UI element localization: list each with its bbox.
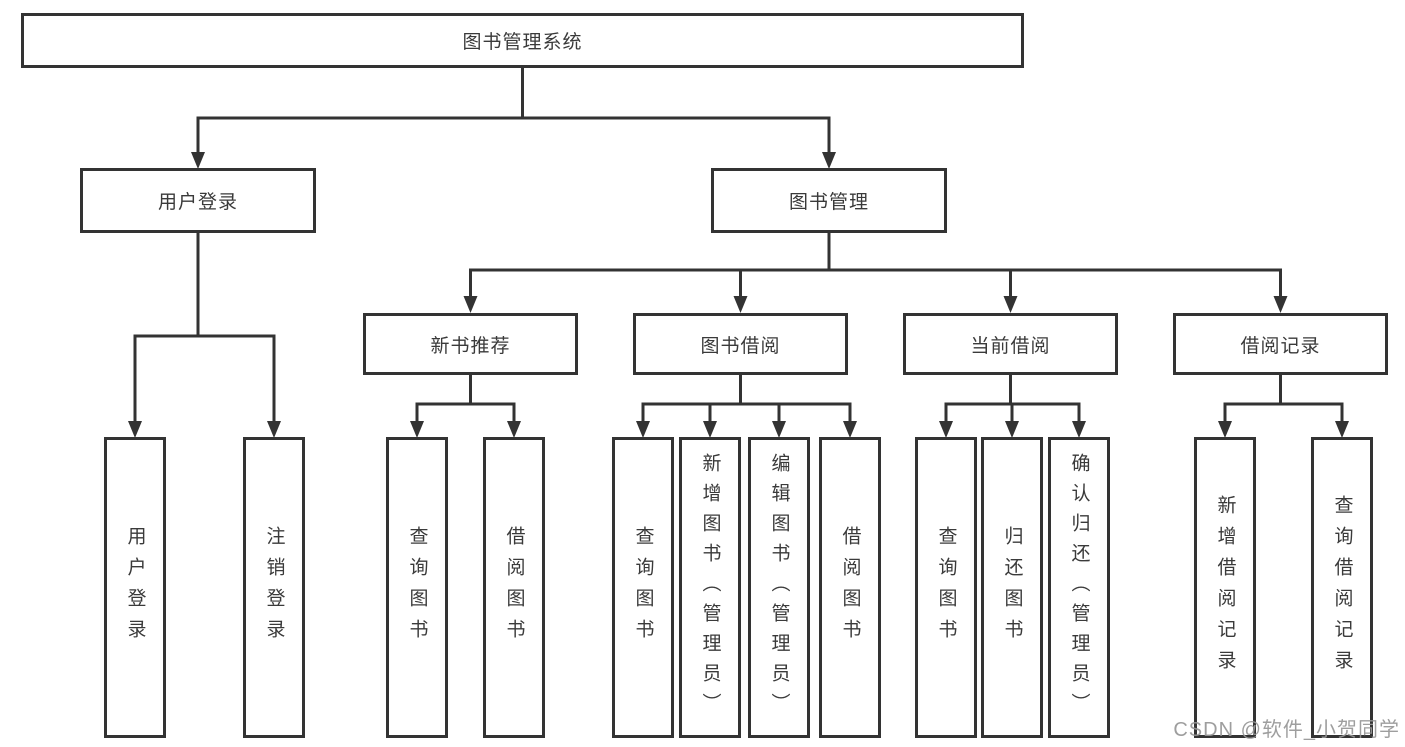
node-book-management: 图书管理 bbox=[711, 168, 947, 233]
leaf-borrow-books-recommend: 借阅图书 bbox=[483, 437, 545, 738]
leaf-edit-book-admin: 编辑图书（管理员） bbox=[748, 437, 810, 738]
leaf-query-books-recommend-label: 查询图书 bbox=[406, 525, 428, 650]
node-root-label: 图书管理系统 bbox=[462, 32, 583, 53]
leaf-query-books-recommend: 查询图书 bbox=[386, 437, 448, 738]
leaf-add-borrow-record: 新增借阅记录 bbox=[1194, 437, 1256, 738]
leaf-confirm-return-admin-label: 确认归还（管理员） bbox=[1068, 452, 1090, 723]
leaf-query-borrow-record-label: 查询借阅记录 bbox=[1331, 494, 1353, 681]
leaf-query-books-borrowing: 查询图书 bbox=[612, 437, 674, 738]
leaf-return-books-label: 归还图书 bbox=[1001, 525, 1023, 650]
leaf-logout-label: 注销登录 bbox=[263, 525, 285, 650]
leaf-confirm-return-admin: 确认归还（管理员） bbox=[1048, 437, 1110, 738]
leaf-query-books-current: 查询图书 bbox=[915, 437, 977, 738]
node-book-management-label: 图书管理 bbox=[788, 192, 869, 213]
leaf-logout: 注销登录 bbox=[243, 437, 305, 738]
node-new-book-recommendation: 新书推荐 bbox=[363, 313, 578, 375]
leaf-add-borrow-record-label: 新增借阅记录 bbox=[1214, 494, 1236, 681]
node-book-borrowing-label: 图书借阅 bbox=[700, 335, 781, 357]
node-current-borrowing-label: 当前借阅 bbox=[970, 335, 1051, 357]
node-current-borrowing: 当前借阅 bbox=[903, 313, 1118, 375]
leaf-return-books: 归还图书 bbox=[981, 437, 1043, 738]
leaf-add-book-admin: 新增图书（管理员） bbox=[679, 437, 741, 738]
leaf-borrow-books-borrowing: 借阅图书 bbox=[819, 437, 881, 738]
node-new-book-recommendation-label: 新书推荐 bbox=[430, 335, 511, 357]
leaf-borrow-books-borrowing-label: 借阅图书 bbox=[839, 525, 861, 650]
watermark-text: CSDN @软件_小贺同学 bbox=[1173, 719, 1400, 741]
node-root: 图书管理系统 bbox=[21, 13, 1024, 68]
leaf-query-books-borrowing-label: 查询图书 bbox=[632, 525, 654, 650]
node-user-login: 用户登录 bbox=[80, 168, 316, 233]
leaf-query-borrow-record: 查询借阅记录 bbox=[1311, 437, 1373, 738]
node-user-login-label: 用户登录 bbox=[157, 192, 238, 213]
leaf-add-book-admin-label: 新增图书（管理员） bbox=[699, 452, 721, 723]
leaf-edit-book-admin-label: 编辑图书（管理员） bbox=[768, 452, 790, 723]
leaf-user-login: 用户登录 bbox=[104, 437, 166, 738]
leaf-query-books-current-label: 查询图书 bbox=[935, 525, 957, 650]
leaf-borrow-books-recommend-label: 借阅图书 bbox=[503, 525, 525, 650]
node-borrowing-records-label: 借阅记录 bbox=[1240, 335, 1321, 357]
node-borrowing-records: 借阅记录 bbox=[1173, 313, 1388, 375]
leaf-user-login-label: 用户登录 bbox=[124, 525, 146, 650]
node-book-borrowing: 图书借阅 bbox=[633, 313, 848, 375]
